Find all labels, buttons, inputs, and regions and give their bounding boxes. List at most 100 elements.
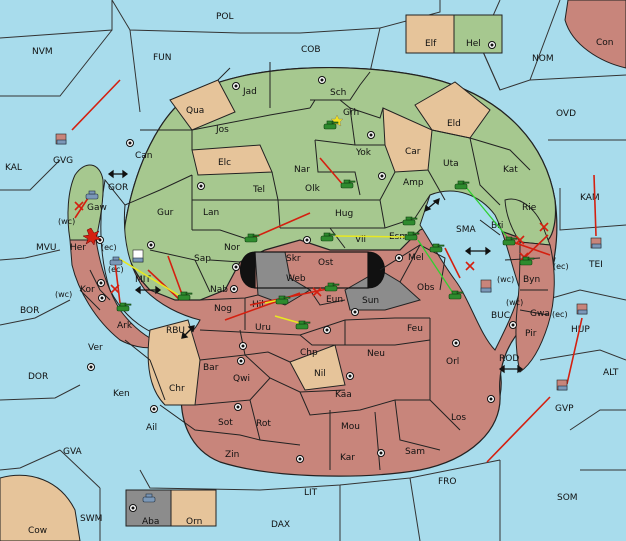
- green-units: [116, 120, 535, 330]
- supply-center: [97, 279, 105, 287]
- supply-center: [230, 285, 238, 293]
- label-sap: Sap: [194, 254, 211, 264]
- label-qua: Qua: [186, 106, 204, 116]
- green-labels: Jad Sch Qua Jos Grh Eld Can Elc Yok Car …: [87, 87, 537, 295]
- label-cow: Cow: [28, 526, 47, 536]
- label-rie: Rie: [522, 203, 537, 213]
- fleet-unit-icon: [109, 256, 123, 266]
- supply-center: [98, 294, 106, 302]
- army-unit-icon: [519, 256, 535, 266]
- label-ost: Ost: [318, 258, 334, 268]
- label-rot: Rot: [256, 419, 271, 429]
- army-unit-icon: [448, 290, 464, 300]
- coast-tag-wc-2: (wc): [55, 290, 72, 299]
- supply-center: [367, 131, 375, 139]
- supply-center: [378, 172, 386, 180]
- support-arrow: [117, 257, 181, 297]
- label-eun: Eun: [326, 295, 343, 305]
- label-nab: Nab: [210, 285, 228, 295]
- army-unit-icon: [454, 180, 470, 190]
- label-pir: Pir: [525, 329, 537, 339]
- supply-center: [395, 254, 403, 262]
- order-arrow: [114, 261, 121, 304]
- label-orl: Orl: [446, 357, 459, 367]
- label-kal: KAL: [5, 163, 22, 173]
- passage-mit: [134, 285, 162, 295]
- label-skr: Skr: [286, 254, 301, 264]
- hold-arrows: [417, 185, 509, 297]
- label-eld: Eld: [447, 119, 461, 129]
- region-car: [382, 107, 433, 173]
- army-unit-icon: [340, 179, 356, 189]
- label-gva: GVA: [63, 447, 83, 457]
- grey-units: [55, 133, 602, 503]
- label-uta: Uta: [443, 159, 459, 169]
- label-jos: Jos: [215, 125, 229, 135]
- label-ark: Ark: [117, 321, 133, 331]
- army-unit-icon: [402, 216, 418, 226]
- fleet-unit-icon: [556, 379, 568, 391]
- legend-top-left-label: Elf: [425, 39, 437, 49]
- label-gur: Gur: [157, 208, 174, 218]
- label-nil: Nil: [314, 369, 326, 379]
- region-chr: [147, 319, 201, 406]
- label-kat: Kat: [503, 165, 518, 175]
- fleet-unit-icon: [576, 303, 588, 315]
- label-kaa: Kaa: [335, 390, 352, 400]
- label-nvm: NVM: [32, 47, 53, 57]
- army-unit-icon: [324, 282, 340, 292]
- supply-center: [239, 342, 247, 350]
- label-gaw: Gaw: [87, 203, 107, 213]
- east-strip-red: [515, 241, 555, 373]
- army-unit-icon: [116, 302, 132, 312]
- label-gwa: Gwa: [530, 309, 550, 319]
- label-bor: BOR: [20, 306, 39, 316]
- label-mel: Mel: [408, 253, 424, 263]
- label-kar: Kar: [340, 453, 355, 463]
- label-nar: Nar: [294, 165, 310, 175]
- label-rod: ROD: [499, 354, 519, 364]
- army-unit-icon: [275, 295, 291, 305]
- label-fro: FRO: [438, 477, 457, 487]
- label-ken: Ken: [113, 389, 130, 399]
- label-ver: Ver: [88, 343, 103, 353]
- label-mvu: MVU: [36, 243, 57, 253]
- label-ovd: OVD: [556, 109, 576, 119]
- region-eld: [414, 81, 491, 139]
- label-rbu: RBU: [166, 326, 185, 336]
- label-sun: Sun: [362, 296, 379, 306]
- label-feu: Feu: [407, 324, 423, 334]
- label-chp: Chp: [300, 348, 318, 358]
- supply-center: [126, 139, 134, 147]
- label-alt: ALT: [603, 368, 619, 378]
- order-arrow: [444, 247, 461, 279]
- region-cow: [0, 474, 81, 541]
- order-arrows: [71, 79, 597, 463]
- sea-labels: POL NVM FUN COB NOM OVD KAL GOR MVU KAM …: [5, 12, 619, 530]
- label-sch: Sch: [330, 88, 346, 98]
- label-kam: KAM: [580, 193, 600, 203]
- dislodge-marker: [74, 201, 84, 211]
- label-kor: Kor: [80, 285, 95, 295]
- label-nor: Nor: [224, 243, 240, 253]
- passage-markers: [107, 169, 524, 374]
- coast-tag-wc-3: (wc): [497, 275, 514, 284]
- label-sot: Sot: [218, 418, 233, 428]
- hold-arrow: [464, 185, 509, 239]
- label-elc: Elc: [218, 158, 231, 168]
- label-con: Con: [596, 38, 614, 48]
- dislodge-marker: [312, 287, 322, 297]
- supply-center: [150, 405, 158, 413]
- channel-center: [254, 251, 369, 289]
- passage-sma-upper: [424, 197, 440, 213]
- label-mit: MIT: [135, 275, 151, 285]
- label-can: Can: [135, 151, 153, 161]
- label-los: Los: [451, 413, 466, 423]
- supply-center: [452, 339, 460, 347]
- label-som: SOM: [557, 493, 578, 503]
- coast-tag-ec-4: (ec): [552, 310, 568, 319]
- label-mou: Mou: [341, 422, 360, 432]
- label-amp: Amp: [403, 178, 424, 188]
- label-web: Web: [286, 274, 306, 284]
- label-qwi: Qwi: [233, 374, 250, 384]
